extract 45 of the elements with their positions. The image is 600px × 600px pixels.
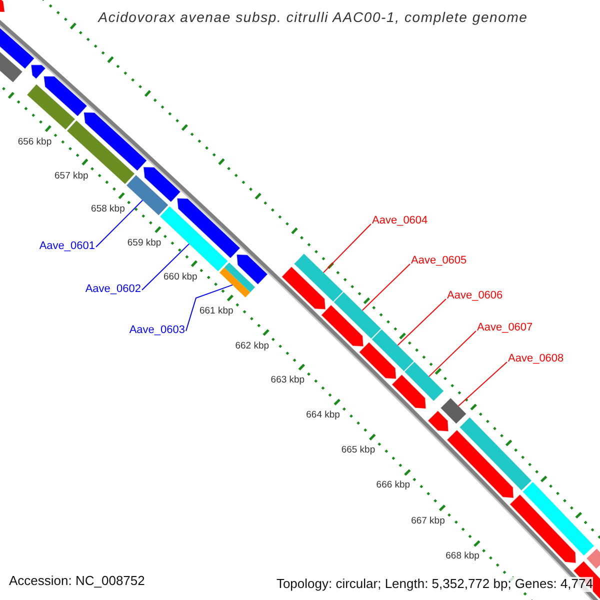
- gene-label: Aave_0604: [372, 214, 428, 228]
- title: Acidovorax avenae subsp. citrulli AAC00-1, complete genome: [96, 9, 529, 26]
- gene-bar: [27, 84, 75, 130]
- tick-label: 663 kbp: [270, 376, 305, 387]
- gene-label: Aave_0607: [477, 321, 533, 334]
- tick-label: 668 kbp: [446, 552, 480, 563]
- tick-label: 667 kbp: [411, 516, 445, 528]
- leader-line: [397, 298, 446, 346]
- gene-bar: [460, 417, 532, 490]
- gene-bar: [440, 398, 466, 424]
- gene-label: Aave_0606: [447, 289, 503, 302]
- tick-label: 659 kbp: [127, 238, 162, 250]
- tick-label: 664 kbp: [306, 410, 340, 422]
- leader-line: [428, 330, 476, 377]
- gene-bar: [334, 292, 381, 339]
- tick-label: 657 kbp: [54, 171, 88, 182]
- gene-label: Aave_0605: [411, 254, 467, 268]
- tick-label: 666 kbp: [376, 481, 410, 492]
- leader-line: [362, 264, 410, 311]
- gene-label: Aave_0602: [85, 283, 141, 296]
- gene-bar: [224, 262, 256, 292]
- gene-bar: [220, 268, 250, 298]
- leader-line: [142, 243, 190, 290]
- tick-label: 658 kbp: [91, 204, 125, 216]
- gene-bar: [404, 362, 444, 401]
- gene-label: Aave_0601: [39, 240, 95, 253]
- gene-bar: [126, 175, 168, 216]
- tick-label: 660 kbp: [164, 272, 198, 284]
- gene-bar: [294, 254, 343, 302]
- gene-bar: [522, 482, 594, 556]
- gene-label: Aave_0603: [129, 324, 185, 337]
- tick-label: 662 kbp: [235, 341, 270, 352]
- gene-label: Aave_0608: [508, 352, 564, 366]
- tick-label: 661 kbp: [199, 306, 234, 318]
- gene-bar: [372, 329, 414, 372]
- genome-summary: Topology: circular; Length: 5,352,772 bp; Genes: 4,774: [276, 577, 593, 592]
- leader-line: [458, 362, 508, 406]
- leader-line: [186, 284, 233, 332]
- gene-bar: [160, 206, 228, 272]
- leader-line: [322, 224, 372, 274]
- tick-label: 665 kbp: [341, 446, 376, 457]
- tick-label: 656 kbp: [18, 138, 52, 149]
- leader-line: [96, 200, 144, 248]
- gene-bar: [586, 548, 600, 569]
- accession-text: Accession: NC_008752: [9, 574, 145, 589]
